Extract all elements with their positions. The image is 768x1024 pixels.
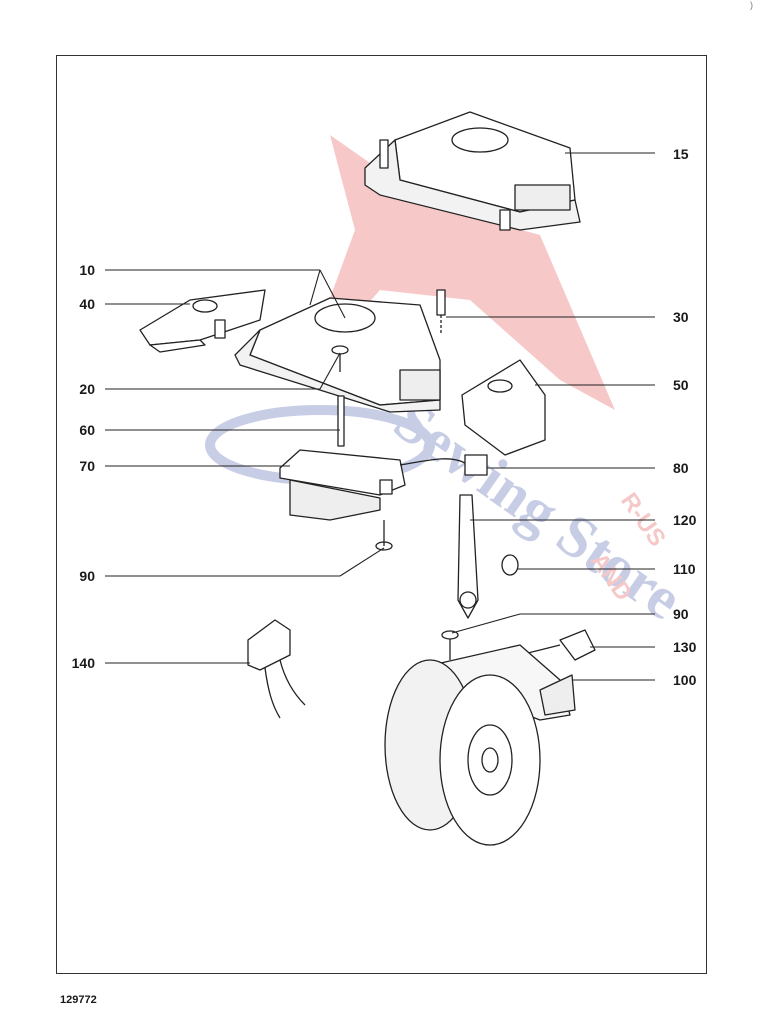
part-80-switch [399, 454, 488, 476]
part-70-circuit-board [279, 449, 406, 521]
callout-90-right: 90 [673, 606, 689, 622]
callout-20: 20 [79, 381, 95, 397]
part-90-screw-lower [375, 520, 393, 551]
part-20-screw [331, 345, 349, 372]
callout-90-left: 90 [79, 568, 95, 584]
callout-50: 50 [673, 377, 689, 393]
callout-110: 110 [673, 561, 696, 577]
drawing-frame [56, 55, 707, 974]
callout-40: 40 [79, 296, 95, 312]
part-110-ring [501, 554, 519, 576]
part-60-pin [337, 395, 345, 447]
leader-lines [105, 152, 655, 681]
watermark-red-arrow [300, 135, 615, 410]
part-30-spring [436, 289, 446, 335]
document-number: 129772 [60, 994, 97, 1006]
callout-60: 60 [79, 422, 95, 438]
part-90-screw-upper [441, 630, 459, 660]
leader-90b [451, 613, 521, 634]
callout-70: 70 [79, 458, 95, 474]
part-50-button-cap [461, 359, 546, 456]
callout-80: 80 [673, 460, 689, 476]
callout-120: 120 [673, 512, 697, 528]
part-140-connector [247, 619, 306, 719]
callout-10: 10 [79, 262, 95, 278]
callout-140: 140 [71, 655, 95, 671]
callout-100: 100 [673, 672, 697, 688]
part-120-lever [457, 494, 479, 619]
callout-15: 15 [673, 146, 689, 162]
part-100-cable-reel [384, 644, 576, 846]
callout-30: 30 [673, 309, 689, 325]
callout-130: 130 [673, 639, 697, 655]
part-10-housing [234, 297, 441, 413]
corner-mark: ) [750, 0, 753, 10]
part-15-top-cover [364, 111, 581, 231]
part-40-side-cap [139, 289, 266, 353]
